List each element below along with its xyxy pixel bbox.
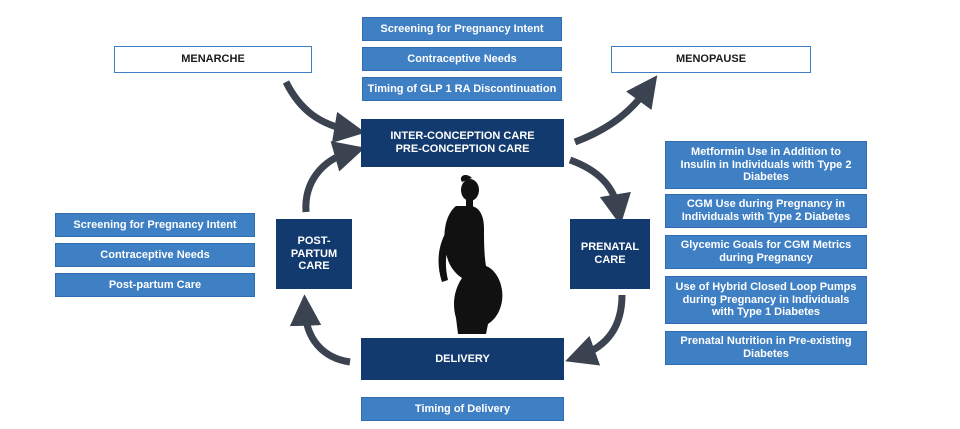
arrow-preconception-to-prenatal xyxy=(568,156,631,226)
preconception-line-2: PRE-CONCEPTION CARE xyxy=(395,143,530,155)
right-item-glycemic-goals-line-1: Glycemic Goals for CGM Metrics xyxy=(680,239,852,252)
preconception-line-1: INTER-CONCEPTION CARE xyxy=(390,130,535,143)
right-item-cgm-type2-line-1: CGM Use during Pregnancy in xyxy=(686,198,846,211)
right-item-hybrid-line-2: during Pregnancy in Individuals xyxy=(682,293,850,306)
right-item-hybrid-closed-loop: Use of Hybrid Closed Loop Pumps during P… xyxy=(665,276,867,324)
right-item-metformin-line-2: Insulin in Individuals with Type 2 xyxy=(680,158,852,171)
pregnant-woman-silhouette xyxy=(438,175,503,334)
right-item-nutrition-line-1: Prenatal Nutrition in Pre-existing xyxy=(680,335,852,348)
arrow-postpartum-to-preconception xyxy=(302,141,366,213)
bottom-item-timing-of-delivery: Timing of Delivery xyxy=(361,397,564,421)
arrow-menarche-to-preconception xyxy=(282,80,366,143)
prenatal-care-box: PRENATAL CARE xyxy=(570,219,650,289)
left-item-postpartum-care: Post-partum Care xyxy=(55,273,255,297)
postpartum-line-2: PARTUM xyxy=(290,247,338,260)
right-item-cgm-type2-line-2: Individuals with Type 2 Diabetes xyxy=(681,211,851,223)
postpartum-line-1: POST- xyxy=(297,235,331,248)
right-item-glycemic-goals-line-2: during Pregnancy xyxy=(719,252,813,264)
prenatal-line-2: CARE xyxy=(594,254,626,266)
delivery-box: DELIVERY xyxy=(361,338,564,380)
left-item-contraceptive: Contraceptive Needs xyxy=(55,243,255,267)
top-item-screening: Screening for Pregnancy Intent xyxy=(362,17,562,41)
right-item-metformin: Metformin Use in Addition to Insulin in … xyxy=(665,141,867,189)
menarche-label: MENARCHE xyxy=(114,46,312,73)
top-item-glp1: Timing of GLP 1 RA Discontinuation xyxy=(362,77,562,101)
right-item-nutrition-line-2: Diabetes xyxy=(743,348,789,360)
prenatal-line-1: PRENATAL xyxy=(580,241,640,254)
right-item-hybrid-line-1: Use of Hybrid Closed Loop Pumps xyxy=(675,281,857,294)
postpartum-care-box: POST- PARTUM CARE xyxy=(276,219,352,289)
postpartum-line-3: CARE xyxy=(298,260,330,273)
menopause-label: MENOPAUSE xyxy=(611,46,811,73)
right-item-metformin-line-1: Metformin Use in Addition to xyxy=(691,146,841,159)
arrow-prenatal-to-delivery xyxy=(565,294,626,366)
preconception-care-box: INTER-CONCEPTION CARE PRE-CONCEPTION CAR… xyxy=(361,119,564,167)
left-item-screening: Screening for Pregnancy Intent xyxy=(55,213,255,237)
right-item-hybrid-line-3: with Type 1 Diabetes xyxy=(712,306,820,319)
right-item-cgm-type2: CGM Use during Pregnancy in Individuals … xyxy=(665,194,867,228)
right-item-prenatal-nutrition: Prenatal Nutrition in Pre-existing Diabe… xyxy=(665,331,867,365)
right-item-glycemic-goals: Glycemic Goals for CGM Metrics during Pr… xyxy=(665,235,867,269)
right-item-metformin-line-3: Diabetes xyxy=(743,171,789,184)
arrow-preconception-to-menopause xyxy=(573,75,658,146)
top-item-contraceptive: Contraceptive Needs xyxy=(362,47,562,71)
arrow-delivery-to-postpartum xyxy=(289,294,351,366)
